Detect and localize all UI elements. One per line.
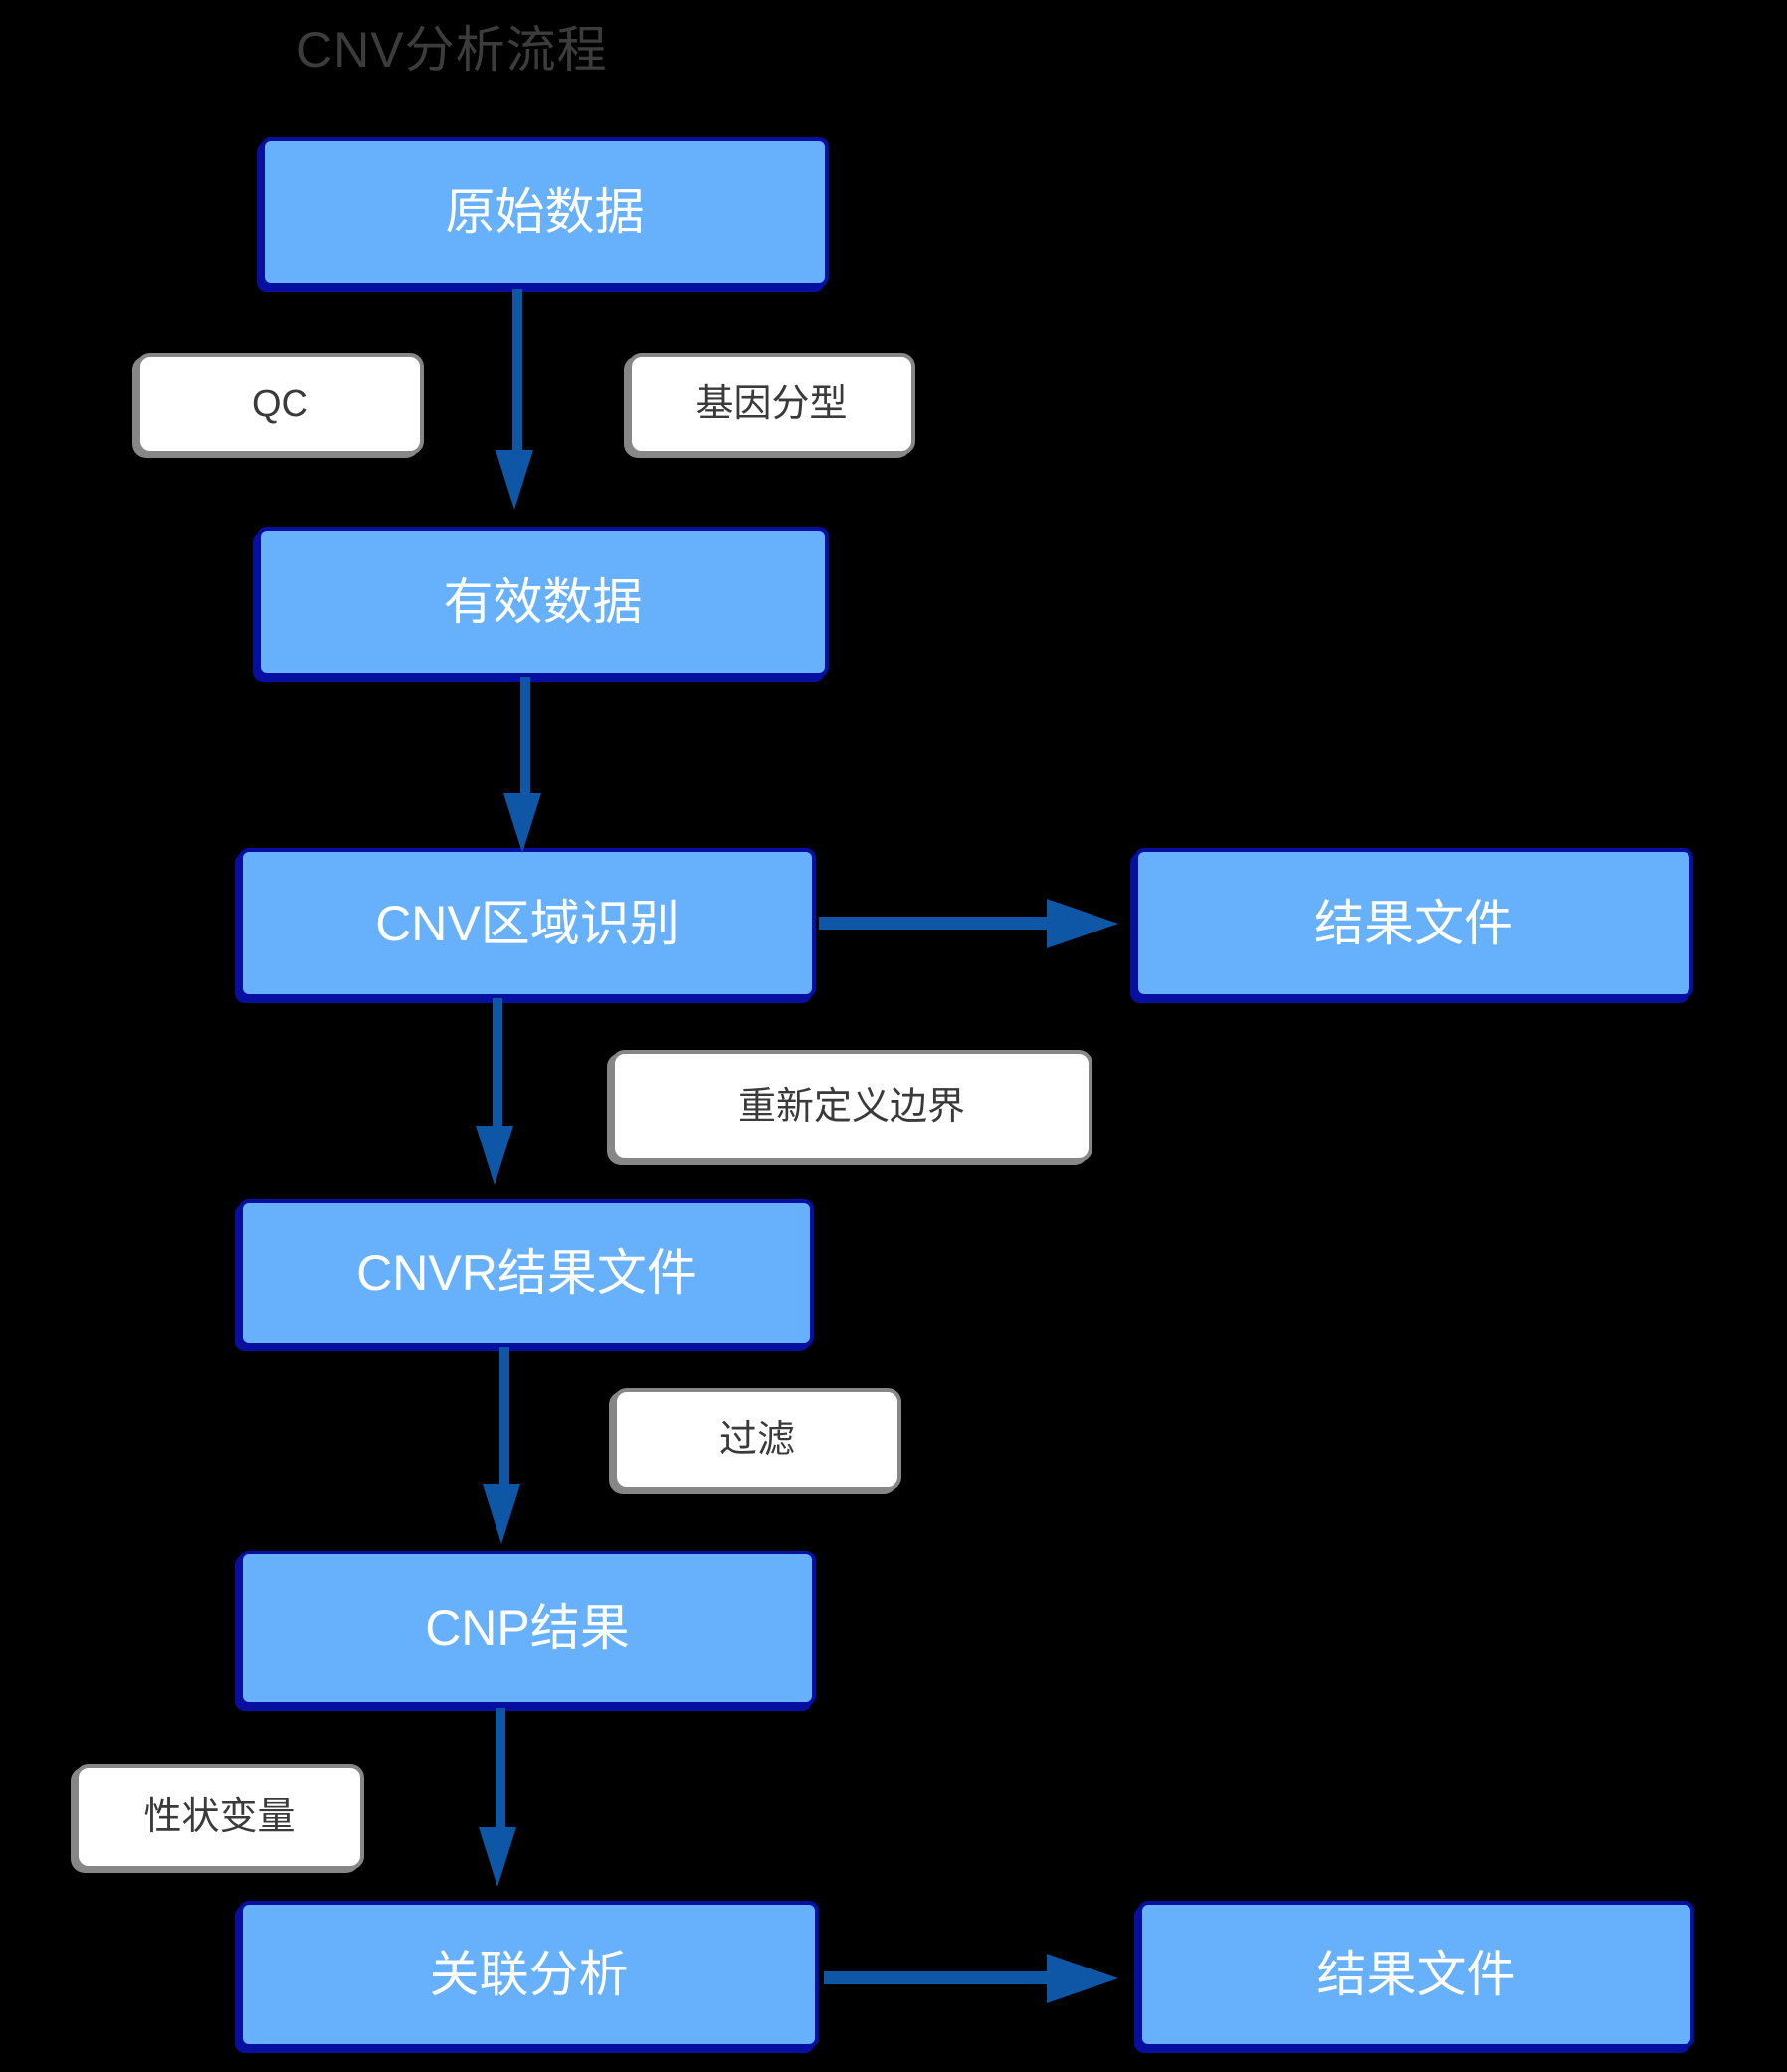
arrow-cnvregion-to-cnvr-line — [493, 998, 502, 1128]
arrow-cnp-to-association-line — [496, 1708, 505, 1829]
node-result-file-bottom: 结果文件 — [1138, 1901, 1694, 2048]
node-association: 关联分析 — [239, 1901, 819, 2048]
arrow-association-to-result-line — [824, 1971, 1047, 1984]
arrow-raw-to-valid-head — [496, 450, 533, 510]
arrow-association-to-result-head — [1047, 1954, 1118, 2003]
arrow-cnvregion-to-cnvr-head — [476, 1126, 513, 1185]
arrow-cnp-to-association-head — [479, 1827, 516, 1887]
node-valid-data: 有效数据 — [257, 527, 829, 677]
node-raw-data: 原始数据 — [261, 137, 829, 287]
diagram-title: CNV分析流程 — [297, 22, 608, 78]
node-cnp-result: CNP结果 — [239, 1551, 816, 1706]
arrow-cnvregion-to-result-line — [819, 917, 1047, 930]
edge-label-filter: 过滤 — [613, 1388, 901, 1491]
arrow-cnvregion-to-result-head — [1047, 899, 1118, 948]
edge-label-trait-variable: 性状变量 — [75, 1764, 364, 1870]
edge-label-genotyping: 基因分型 — [628, 353, 915, 455]
node-cnv-region: CNV区域识别 — [239, 848, 816, 998]
node-result-file-top: 结果文件 — [1134, 848, 1693, 998]
arrow-cnvr-to-cnp-line — [499, 1347, 509, 1486]
edge-label-qc: QC — [136, 353, 424, 455]
arrow-valid-to-cnvregion-head — [503, 793, 541, 853]
edge-label-redefine-boundary: 重新定义边界 — [611, 1050, 1092, 1162]
arrow-raw-to-valid-line — [512, 289, 522, 452]
node-cnvr-result: CNVR结果文件 — [239, 1199, 814, 1347]
arrow-cnvr-to-cnp-head — [483, 1484, 520, 1544]
arrow-valid-to-cnvregion-line — [520, 677, 530, 795]
